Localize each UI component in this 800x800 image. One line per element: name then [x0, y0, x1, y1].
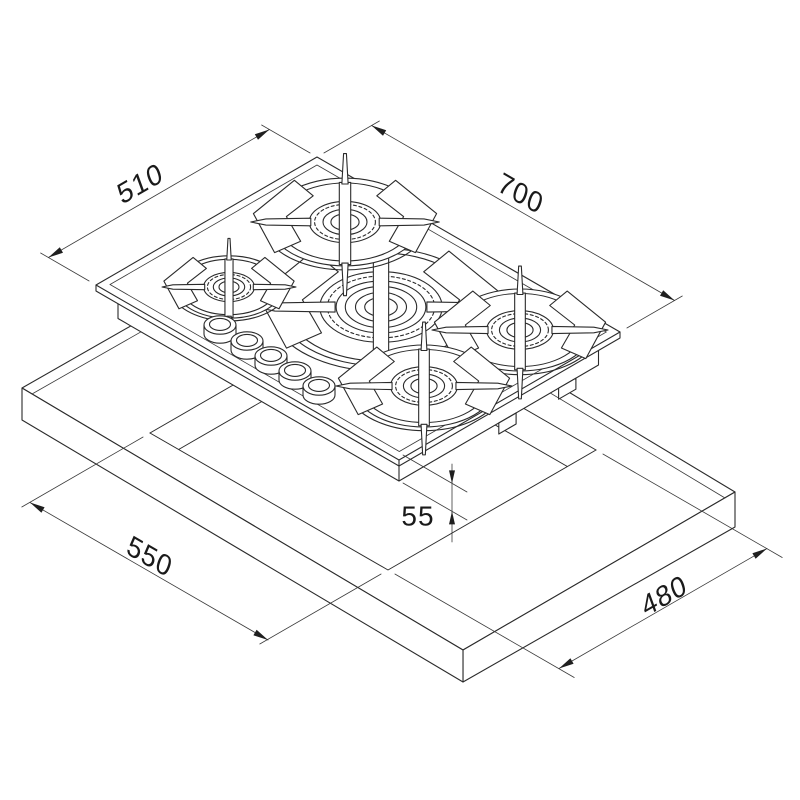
arrowhead: [559, 658, 574, 669]
control-knob: [203, 315, 237, 344]
grate-arm: [431, 325, 489, 335]
extension-line: [21, 436, 144, 508]
dimension-line: [29, 502, 269, 641]
arrowhead: [254, 129, 270, 140]
control-knobs: [203, 315, 336, 405]
dim-label-box-depth: 55: [401, 501, 434, 532]
glass-bevel-line: [109, 164, 608, 452]
arrowhead: [449, 470, 455, 484]
grate-arm-pin: [420, 423, 428, 456]
mounting-clip: [558, 377, 577, 400]
knob-top-detail: [283, 363, 307, 377]
trivet-wing: [252, 179, 314, 254]
grate-arm-pin: [341, 262, 349, 297]
grate-arm: [335, 381, 393, 391]
extension-line: [323, 120, 380, 154]
grate-arm: [455, 381, 513, 391]
extension-line: [402, 482, 468, 521]
dimension-line: [371, 125, 675, 301]
grate-arm-pin: [420, 321, 428, 352]
mounting-clip: [498, 412, 517, 435]
extension-line: [40, 252, 90, 282]
dim-label-hob-depth: 510: [113, 155, 167, 210]
dimension-line: [558, 548, 768, 669]
grate-arm-pin: [516, 265, 524, 296]
extension-line: [602, 453, 783, 558]
dimension-box-depth-55: 55: [401, 454, 468, 543]
control-knob: [254, 346, 288, 375]
grate-arm-pin: [516, 367, 524, 400]
extension-line: [261, 124, 311, 154]
trivet-wing: [251, 256, 295, 310]
arrowhead: [449, 511, 455, 525]
trivet-wing: [433, 290, 491, 360]
arrowhead: [371, 125, 387, 136]
knob-top-detail: [208, 317, 232, 331]
burner-front: [335, 321, 513, 456]
knob-top-detail: [235, 333, 259, 347]
grate-arm: [378, 217, 440, 227]
knob-top-detail: [259, 348, 283, 362]
grate-arm: [250, 217, 312, 227]
trivet-wing: [453, 346, 511, 416]
dim-label-cutout-width: 550: [123, 528, 177, 583]
dim-label-hob-width: 700: [494, 165, 548, 220]
extension-line: [402, 454, 468, 493]
extension-line: [626, 295, 683, 329]
arrowhead: [253, 629, 268, 640]
grate-arm: [418, 348, 430, 427]
burner-right: [431, 265, 609, 400]
knob-top-detail: [307, 378, 331, 392]
extension-line: [394, 573, 575, 678]
burner-left: [161, 237, 297, 340]
grate-arm: [224, 258, 234, 318]
burners: [161, 153, 609, 456]
extension-line: [259, 573, 382, 645]
arrowhead: [660, 290, 675, 301]
trivet-wing: [376, 179, 438, 254]
grate-arm-pin: [226, 237, 232, 261]
trivet-wing: [163, 256, 207, 310]
arrowhead: [30, 502, 45, 513]
dimension-line: [48, 129, 270, 258]
burner-back: [250, 153, 440, 297]
arrowhead: [48, 247, 63, 258]
arrowhead: [752, 548, 767, 559]
grate-arm: [551, 325, 609, 335]
grate-arm-pin: [341, 153, 349, 185]
grate-arm: [161, 283, 206, 291]
grate-arm: [338, 181, 352, 266]
trivet-wing: [549, 290, 607, 360]
slab-front-left-face: [21, 387, 464, 683]
control-knob: [302, 376, 336, 405]
burner-center-wok: [253, 214, 509, 407]
grate-arm: [514, 292, 526, 371]
trivet-wing: [337, 346, 395, 416]
grate-arm: [252, 283, 297, 291]
